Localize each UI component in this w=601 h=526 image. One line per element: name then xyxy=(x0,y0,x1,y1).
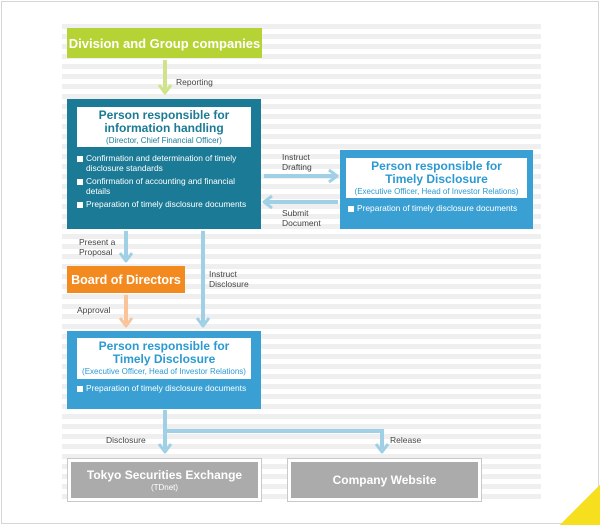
company-website-box: Company Website xyxy=(287,458,482,502)
release-label: Release xyxy=(390,435,422,445)
reporting-label: Reporting xyxy=(176,77,213,87)
tokyo-securities-exchange-box: Tokyo Securities Exchange (TDnet) xyxy=(67,458,262,502)
list-item: Confirmation of accounting and financial… xyxy=(77,176,255,196)
reporting-arrow xyxy=(157,60,173,95)
corner-fold-decoration xyxy=(560,485,600,525)
timely-disclosure-right-box: Person responsible for Timely Disclosure… xyxy=(340,150,533,229)
company-website-label: Company Website xyxy=(332,473,437,487)
information-handling-title-line2: information handling xyxy=(104,121,224,135)
instruct-drafting-arrow xyxy=(264,168,339,184)
instruct-disclosure-arrow xyxy=(195,231,211,328)
timely-disclosure-right-title-line1: Person responsible for xyxy=(371,159,502,173)
tdnet-label: (TDnet) xyxy=(150,482,179,492)
list-item: Preparation of timely disclosure documen… xyxy=(77,383,255,394)
timely-disclosure-bottom-title: Person responsible for Timely Disclosure… xyxy=(77,338,251,379)
information-handling-list: Confirmation and determination of timely… xyxy=(77,153,255,214)
board-of-directors-label: Board of Directors xyxy=(71,272,181,287)
disclosure-label: Disclosure xyxy=(106,435,146,445)
division-group-companies-label: Division and Group companies xyxy=(68,35,261,51)
information-handling-subtitle: (Director, Chief Financial Officer) xyxy=(106,136,222,145)
timely-disclosure-right-subtitle: (Executive Officer, Head of Investor Rel… xyxy=(354,187,519,196)
information-handling-box: Person responsible for information handl… xyxy=(67,99,261,229)
instruct-drafting-label: Instruct Drafting xyxy=(282,152,312,172)
approval-label: Approval xyxy=(77,305,111,315)
timely-disclosure-right-title: Person responsible for Timely Disclosure… xyxy=(346,158,527,198)
submit-document-arrow xyxy=(262,194,338,210)
information-handling-title: Person responsible for information handl… xyxy=(77,107,251,147)
timely-disclosure-bottom-title-line1: Person responsible for xyxy=(98,339,230,353)
timely-disclosure-bottom-subtitle: (Executive Officer, Head of Investor Rel… xyxy=(82,367,246,376)
submit-document-label: Submit Document xyxy=(282,208,321,228)
disclosure-release-arrow xyxy=(157,410,390,454)
tokyo-securities-exchange-label: Tokyo Securities Exchange xyxy=(86,467,243,482)
board-of-directors-box: Board of Directors xyxy=(67,266,185,293)
timely-disclosure-right-list: Preparation of timely disclosure documen… xyxy=(348,203,526,218)
timely-disclosure-bottom-box: Person responsible for Timely Disclosure… xyxy=(67,331,261,409)
division-group-companies-box: Division and Group companies xyxy=(67,28,262,58)
present-proposal-arrow xyxy=(118,231,134,263)
information-handling-title-line1: Person responsible for xyxy=(98,108,230,122)
instruct-disclosure-label: Instruct Disclosure xyxy=(209,269,249,289)
present-proposal-label: Present a Proposal xyxy=(79,237,116,257)
approval-arrow xyxy=(118,295,134,328)
list-item: Preparation of timely disclosure documen… xyxy=(348,203,526,214)
timely-disclosure-bottom-list: Preparation of timely disclosure documen… xyxy=(77,383,255,398)
timely-disclosure-right-title-line2: Timely Disclosure xyxy=(385,172,488,186)
list-item: Confirmation and determination of timely… xyxy=(77,153,255,173)
timely-disclosure-bottom-title-line2: Timely Disclosure xyxy=(112,352,216,366)
list-item: Preparation of timely disclosure documen… xyxy=(77,199,255,210)
